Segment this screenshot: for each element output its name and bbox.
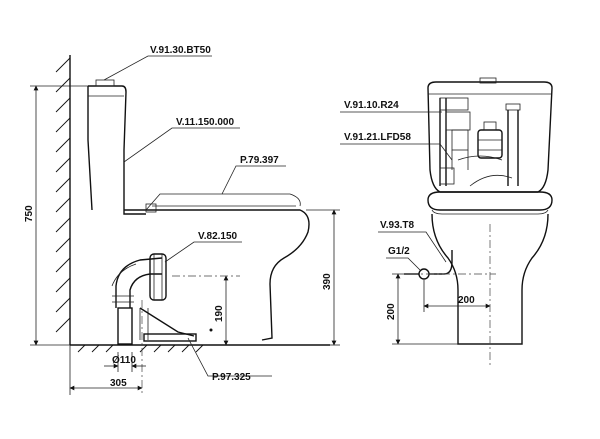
supply-offset-label: 200 (458, 295, 475, 306)
seat-front-view (427, 191, 553, 215)
dim-total-height (30, 85, 88, 346)
leader-flange (187, 337, 272, 377)
leader-tank (123, 127, 240, 163)
supply-height-label: 200 (386, 303, 397, 320)
angle-valve-code-label: V.93.T8 (380, 220, 415, 231)
leader-angle-valve (378, 231, 447, 263)
flange-code-label: P.97.325 (212, 372, 251, 383)
dim-wall-to-center (69, 345, 143, 395)
flush-valve-code-label: V.91.10.R24 (344, 100, 399, 111)
dim-supply-offset (423, 280, 491, 312)
tank-code-label: V.11.150.000 (176, 117, 234, 128)
leader-thread (386, 257, 421, 271)
dim-pipe-diameter (104, 352, 146, 372)
flush-valve (439, 97, 471, 186)
tank-front-view (427, 77, 553, 193)
leader-cover (103, 55, 212, 81)
outlet-elbow (111, 253, 213, 345)
seat-code-label: P.79.397 (240, 155, 279, 166)
pipe-diameter-label: Ø110 (112, 355, 136, 366)
bowl-height-label: 390 (322, 273, 333, 290)
leader-outlet (164, 241, 242, 263)
leader-fill-valve (340, 143, 453, 161)
leader-seat (221, 165, 286, 195)
fill-valve (457, 103, 521, 187)
dim-supply-height (392, 273, 458, 345)
bowl-side-view (123, 193, 310, 341)
thread-size-label: G1/2 (388, 246, 410, 257)
outlet-height-label: 190 (214, 305, 225, 322)
fill-valve-code-label: V.91.21.LFD58 (344, 132, 411, 143)
tank-side-view (87, 79, 127, 211)
cover-code-label: V.91.30.BT50 (150, 45, 211, 56)
wall-to-center-label: 305 (110, 378, 127, 389)
total-height-label: 750 (24, 205, 35, 222)
outlet-code-label: V.82.150 (198, 231, 238, 242)
dim-bowl-height (306, 209, 340, 346)
floor (70, 344, 330, 353)
wall (55, 55, 71, 345)
